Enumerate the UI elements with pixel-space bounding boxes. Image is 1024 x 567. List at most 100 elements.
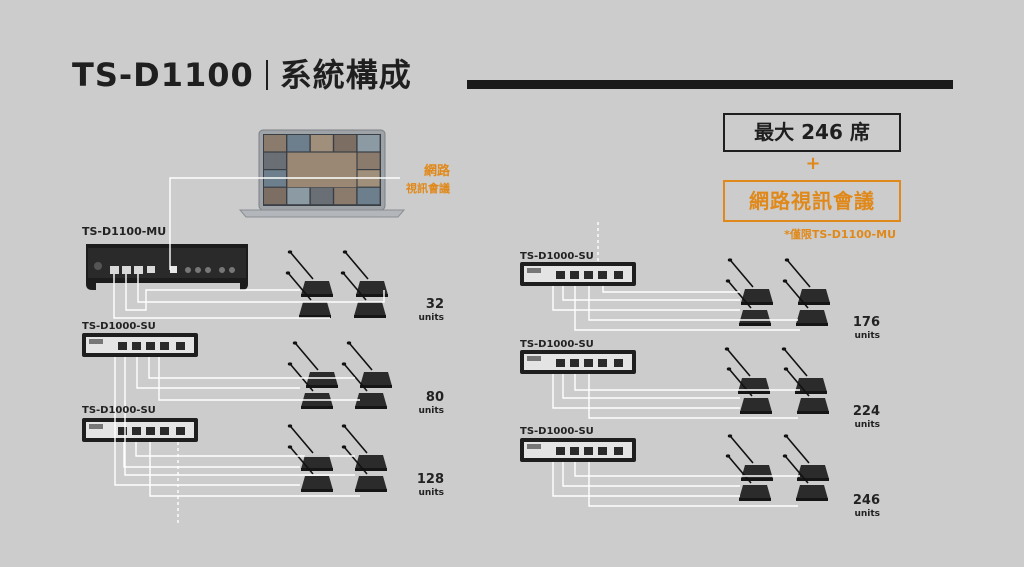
count-unit: units [418,488,444,498]
mic-foot [741,478,773,481]
mic-gooseneck [785,281,809,309]
mu-port [134,266,143,274]
su-port [598,271,607,279]
mic-foot [306,385,338,388]
mu-port [170,266,177,273]
mic-gooseneck [728,281,752,309]
delegate-unit [341,362,387,409]
delegate-unit [727,434,773,481]
su-port [614,271,623,279]
video-tile [310,135,333,152]
mic-head [725,454,731,458]
mic-head [783,367,789,371]
mic-base [355,393,387,407]
count-unit: units [418,313,444,323]
su-left-1 [82,333,198,357]
cable [114,357,300,486]
mic-head [292,341,298,345]
mic-foot [299,315,331,318]
mic-head [341,424,347,428]
su-label-left-2: TS-D1000-SU [82,405,156,416]
cable [602,286,740,293]
su-port [556,271,565,279]
video-tile [287,135,310,152]
su-port [160,427,169,435]
mic-gooseneck [290,252,314,280]
su-port [598,447,607,455]
video-conference-box: 網路視訊會議 [723,180,901,222]
mic-base [299,302,331,316]
mic-gooseneck [784,349,808,377]
cable [588,374,798,419]
mic-gooseneck [349,343,373,371]
su-badge [527,268,541,273]
su-port [584,359,593,367]
count-unit: units [854,509,880,519]
su-port [160,342,169,350]
cable [148,357,355,379]
cable [124,357,355,476]
mu-port [147,266,155,273]
video-tile [264,187,286,205]
mic-foot [301,406,333,409]
mic-foot [301,294,333,297]
mu-jack [219,267,225,273]
laptop-label-network: 網路 [423,164,450,179]
delegate-unit [287,250,333,297]
cable [552,286,740,311]
mic-base [301,476,333,490]
mic-base [740,398,772,412]
mic-head [726,367,732,371]
cable [552,374,740,409]
mic-foot [738,391,770,394]
mic-base [739,310,771,324]
mic-head [287,362,293,366]
mic-base [355,455,387,469]
title-rule [467,80,953,89]
mic-foot [796,323,828,326]
title-separator [265,60,268,90]
su-port [570,359,579,367]
cable [552,462,740,497]
mic-head [727,434,733,438]
su-port [118,342,127,350]
mu-label: TS-D1100-MU [82,225,167,238]
count-value: 32 [425,297,444,312]
delegate-unit [725,454,771,501]
title-model: TS-D1100 [72,56,254,94]
su-port [614,359,623,367]
mu-jack [229,267,235,273]
mic-head [783,434,789,438]
mic-head [782,279,788,283]
su-label-left-1: TS-D1000-SU [82,321,156,332]
mu-power [94,262,102,270]
su-port [176,427,185,435]
mic-base [797,398,829,412]
mic-gooseneck [787,260,811,288]
mic-gooseneck [727,349,751,377]
mu-jack [205,267,211,273]
mic-gooseneck [785,456,809,484]
cable [562,286,740,301]
su-port [146,342,155,350]
mic-foot [355,468,387,471]
delegate-unit [341,424,387,471]
count-unit: units [854,420,880,430]
cable [588,462,798,507]
mic-gooseneck [344,426,368,454]
cable [137,274,385,303]
su-right-2 [520,350,636,374]
su-label-right-2: TS-D1000-SU [520,339,594,350]
plus-sign: + [805,153,821,174]
cable [158,357,360,401]
video-tile-main [287,152,357,188]
su-port [176,342,185,350]
delegate-unit [783,367,829,414]
mic-head [342,250,348,254]
delegate-unit [784,258,830,305]
laptop-label-videoconf: 視訊會議 [406,182,450,195]
su-badge [527,356,541,361]
mic-gooseneck [288,273,312,301]
